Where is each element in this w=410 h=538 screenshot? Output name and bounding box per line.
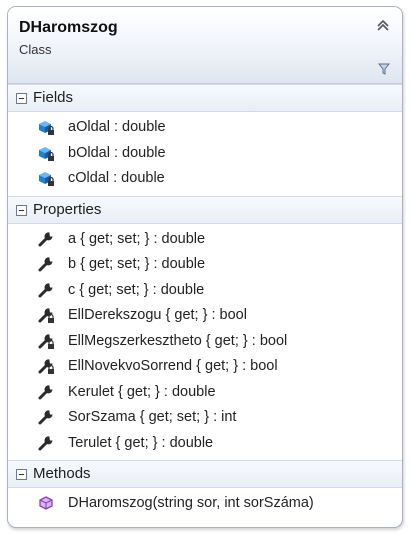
filter-icon[interactable] [378,63,390,75]
private-property-icon [37,358,55,375]
propertie-member-row[interactable]: Terulet { get; } : double [8,431,402,457]
fields-section-header[interactable]: Fields [8,84,402,112]
collapse-toggle-icon[interactable] [16,469,27,480]
member-signature: cOldal : double [68,170,165,186]
methods-section-header[interactable]: Methods [8,460,402,488]
properties-section-header[interactable]: Properties [8,195,402,224]
method-icon [37,495,55,512]
class-header[interactable]: DHaromszog Class [8,7,402,84]
class-diagram-shape[interactable]: DHaromszog Class Fields aOldal : double b… [7,6,403,528]
propertie-member-row[interactable]: EllMegszerkesztheto { get; } : bool [8,329,402,355]
property-icon [37,282,55,299]
propertie-member-row[interactable]: a { get; set; } : double [8,227,402,253]
class-name: DHaromszog [19,19,118,36]
properties-list: a { get; set; } : double b { get; set; } … [8,224,402,461]
fields-section-label: Fields [33,89,74,106]
member-signature: Terulet { get; } : double [68,434,214,451]
properties-section: Properties a { get; set; } : double b { g… [8,195,402,461]
field-member-row[interactable]: aOldal : double [8,115,402,141]
member-signature: c { get; set; } : double [68,281,205,298]
propertie-member-row[interactable]: c { get; set; } : double [8,278,402,304]
fields-list: aOldal : double bOldal : double cOldal : d… [8,112,402,196]
member-signature: SorSzama { get; set; } : int [68,409,237,425]
property-icon [37,256,55,273]
methods-section: Methods DHaromszog(string sor, int sorSz… [8,460,402,521]
member-signature: aOldal : double [68,119,166,135]
collapse-toggle-icon[interactable] [16,204,27,216]
private-property-icon [37,333,55,350]
private-field-icon [37,170,55,187]
method-member-row[interactable]: DHaromszog(string sor, int sorSzáma) [8,491,402,517]
field-member-row[interactable]: cOldal : double [8,166,402,192]
member-signature: DHaromszog(string sor, int sorSzáma) [68,495,314,511]
member-signature: b { get; set; } : double [68,256,206,272]
property-icon [37,435,55,452]
property-icon [37,409,55,426]
property-icon [37,231,55,248]
propertie-member-row[interactable]: b { get; set; } : double [8,252,402,278]
methods-section-label: Methods [33,465,91,482]
methods-list: DHaromszog(string sor, int sorSzáma) [8,488,402,521]
class-kind: Class [19,42,52,57]
propertie-member-row[interactable]: EllDerekszogu { get; } : bool [8,303,402,329]
collapse-chevron-icon[interactable] [376,18,390,32]
member-signature: EllDerekszogu { get; } : bool [68,307,247,323]
field-member-row[interactable]: bOldal : double [8,141,402,167]
propertie-member-row[interactable]: Kerulet { get; } : double [8,380,402,406]
private-field-icon [37,145,55,162]
member-signature: EllNovekvoSorrend { get; } : bool [68,358,278,374]
member-signature: Kerulet { get; } : double [68,383,216,400]
member-signature: bOldal : double [68,144,166,161]
properties-section-label: Properties [33,200,102,218]
property-icon [37,384,55,401]
private-field-icon [37,119,55,136]
fields-section: Fields aOldal : double bOldal : double cOl… [8,84,402,196]
member-signature: EllMegszerkesztheto { get; } : bool [68,332,288,349]
propertie-member-row[interactable]: EllNovekvoSorrend { get; } : bool [8,354,402,380]
propertie-member-row[interactable]: SorSzama { get; set; } : int [8,405,402,431]
collapse-toggle-icon[interactable] [16,93,27,104]
member-signature: a { get; set; } : double [68,230,206,247]
private-property-icon [37,307,55,324]
